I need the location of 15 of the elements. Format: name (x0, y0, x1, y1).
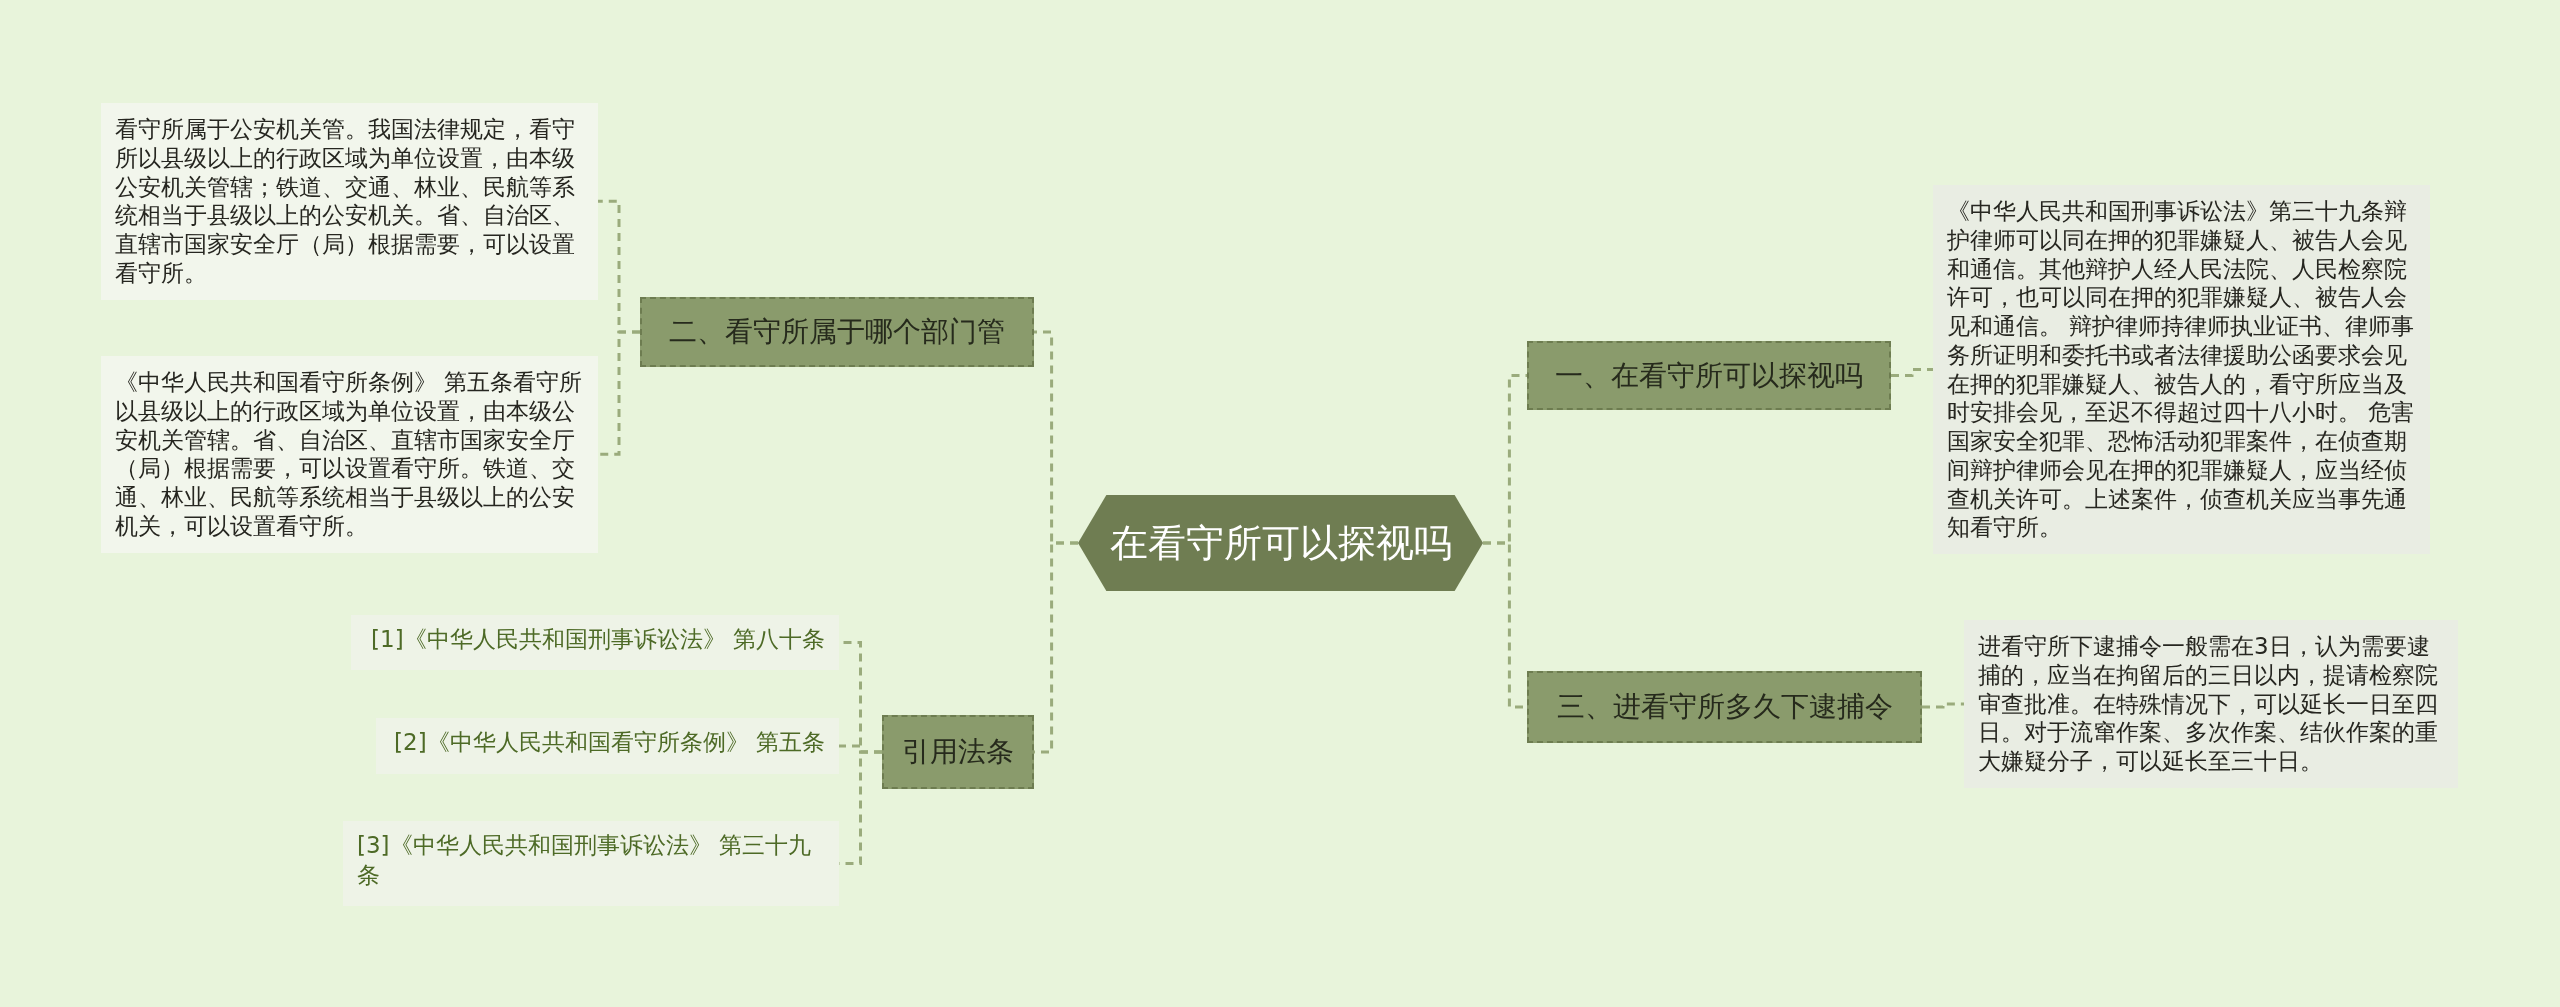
citation-box: [3]《中华人民共和国刑事诉讼法》 第三十九条 (343, 821, 839, 906)
note-box: 《中华人民共和国看守所条例》 第五条看守所以县级以上的行政区域为单位设置，由本级公安机关管辖。省、自治区、直辖市国家安全厅（局）根据需要，可以设置看守所。铁道、交通、林业、民航等系统相当于县级以上的公安机关，可以设置看守所。 (101, 356, 598, 553)
note-box: 看守所属于公安机关管。我国法律规定，看守所以县级以上的行政区域为单位设置，由本级公安机关管辖；铁道、交通、林业、民航等系统相当于县级以上的公安机关。省、自治区、直辖市国家安全厅（局）根据需要，可以设置看守所。 (101, 103, 598, 300)
topic-box: 引用法条 (882, 715, 1034, 789)
topic-box: 二、看守所属于哪个部门管 (640, 297, 1034, 367)
topic-box: 一、在看守所可以探视吗 (1527, 341, 1891, 410)
connector-line (1922, 702, 1964, 709)
connector-line (598, 330, 640, 456)
citation-box: [2]《中华人民共和国看守所条例》 第五条 (376, 718, 839, 774)
citation-box: [1]《中华人民共和国刑事诉讼法》 第八十条 (351, 615, 839, 670)
note-box: 进看守所下逮捕令一般需在3日，认为需要逮捕的，应当在拘留后的三日以内，提请检察院审查批准。在特殊情况下，可以延长一日至四日。对于流窜作案、多次作案、结伙作案的重大嫌疑分子，可以延长至三十日。 (1964, 620, 2458, 788)
note-box: 《中华人民共和国刑事诉讼法》第三十九条辩护律师可以同在押的犯罪嫌疑人、被告人会见和通信。其他辩护人经人民法院、人民检察院许可，也可以同在押的犯罪嫌疑人、被告人会见和通信。 辩护律师持律师执业证书、律师事务所证明和委托书或者法律援助公函要求会见在押的犯罪嫌疑人、被告人的，看守所应当及时安排会见，至迟不得超过四十八小时。 危害国家安全犯罪、恐怖活动犯罪案件，在侦查期间辩护律师会见在押的犯罪嫌疑人，应当经侦查机关许可。上述案件，侦查机关应当事先通知看守所。 (1933, 185, 2430, 554)
central-topic: 在看守所可以探视吗 (1078, 495, 1483, 591)
connector-line (1891, 368, 1933, 377)
topic-box: 三、进看守所多久下逮捕令 (1527, 671, 1922, 743)
